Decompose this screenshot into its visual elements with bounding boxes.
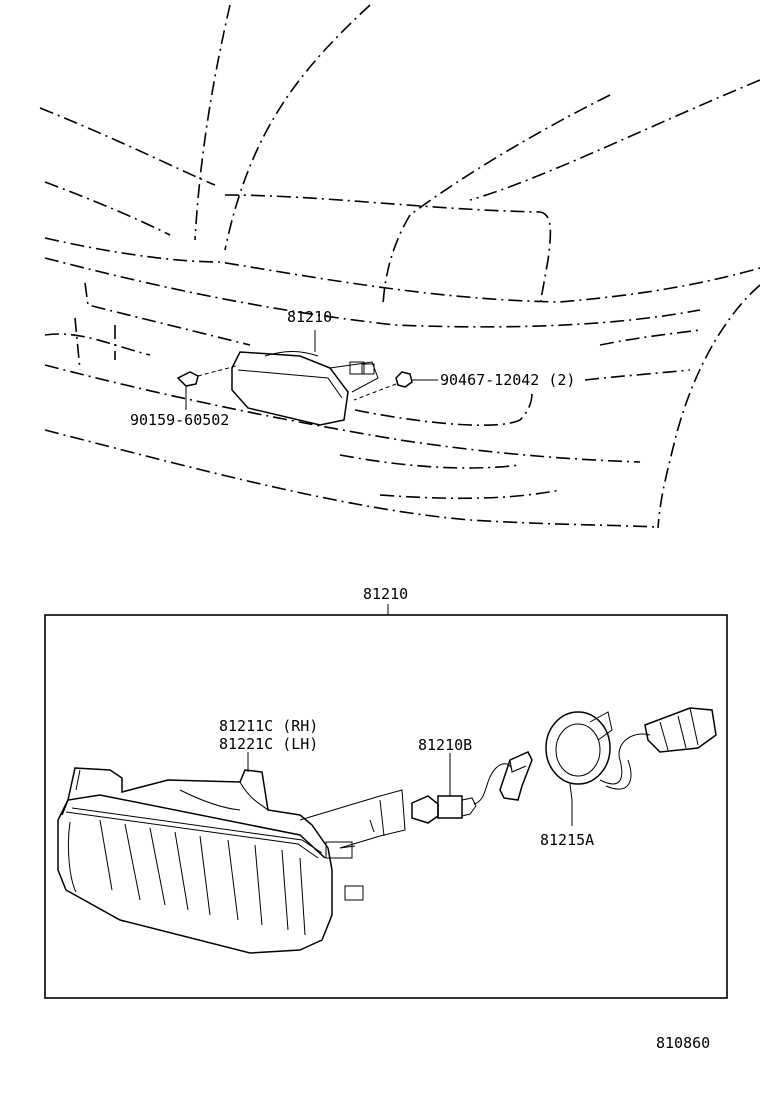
detail-frame [44,614,728,999]
socket-label: 81215A [540,831,594,849]
lamp-rh-label: 81211C (RH) [219,717,318,735]
bulb-clip [499,751,533,801]
fog-lamp-detail [57,767,406,954]
figure-code: 810860 [656,1034,710,1052]
overview-assembly-label: 81210 [287,308,332,326]
clip-part-label: 90159-60502 [130,411,229,429]
bulb-label: 81210B [418,736,472,754]
fog-lamp-overview [231,351,379,426]
lamp-lh-label: 81221C (LH) [219,735,318,753]
socket [545,711,651,801]
vehicle-bumper-outline [39,4,760,529]
detail-assembly-label: 81210 [363,585,408,603]
nut-part-label: 90467-12042 (2) [440,371,575,389]
nut-fastener [353,371,438,401]
clip-fastener [176,365,237,410]
connector [644,707,717,753]
bulb [411,763,513,824]
